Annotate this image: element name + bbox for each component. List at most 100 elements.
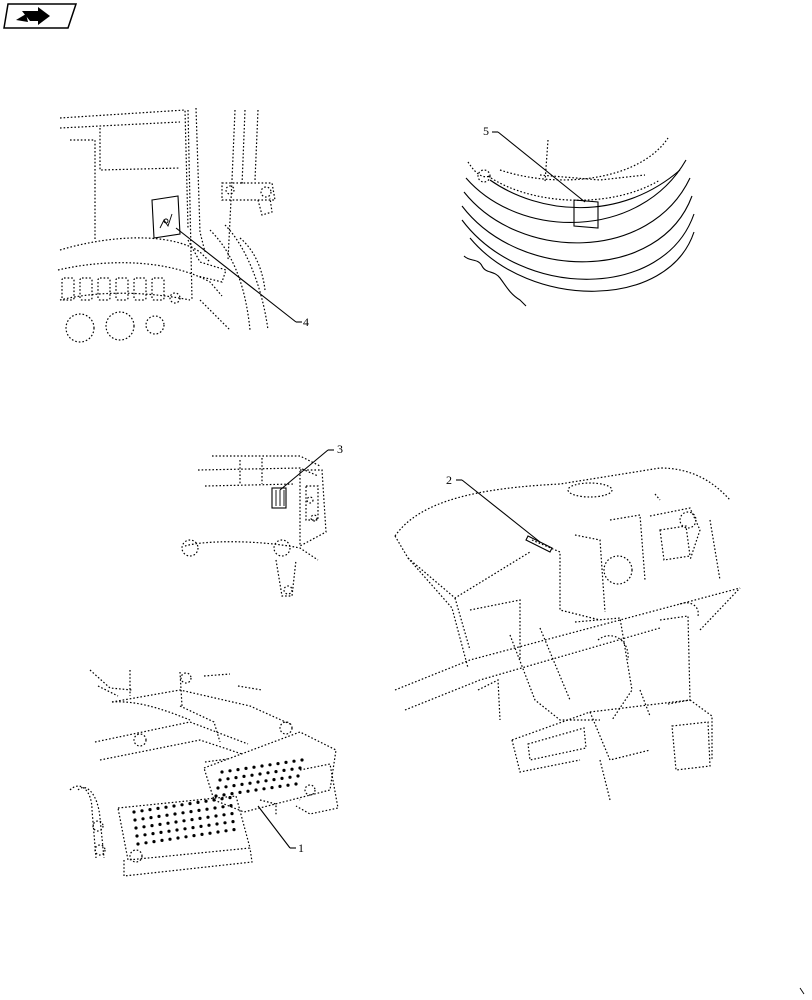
callout-2: 2 — [446, 473, 452, 487]
perforation-hole — [214, 794, 218, 798]
perforation-hole — [222, 813, 226, 817]
perforation-hole — [284, 760, 288, 765]
perforation-hole — [266, 771, 270, 775]
perforation-hole — [228, 769, 232, 773]
next-page-arrow-icon — [16, 7, 50, 25]
perforation-hole — [134, 826, 138, 830]
perforation-hole — [221, 805, 225, 809]
perforation-hole — [206, 815, 210, 819]
perforation-hole — [207, 823, 211, 827]
perforation-hole — [152, 840, 156, 844]
perforation-hole — [149, 816, 153, 820]
perforation-hole — [140, 809, 144, 813]
perforation-hole — [260, 764, 264, 768]
view-fender-tire: 5 — [461, 124, 695, 307]
perforation-hole — [204, 799, 208, 803]
callout-1: 1 — [298, 841, 304, 855]
leader-line-2 — [456, 479, 541, 543]
perforation-hole — [242, 774, 246, 779]
perforation-hole — [148, 808, 152, 812]
view-hood-front: 2 — [394, 467, 741, 801]
perforation-hole — [230, 812, 234, 816]
perforation-hole — [192, 834, 196, 838]
perforation-hole — [274, 770, 278, 774]
perforation-hole — [270, 786, 274, 790]
leader-line-1 — [257, 805, 296, 849]
perforation-hole — [230, 792, 234, 796]
perforation-hole — [184, 835, 188, 839]
perforation-hole — [222, 793, 226, 797]
perforation-hole — [272, 778, 276, 782]
perforation-hole — [229, 804, 233, 808]
perforation-hole — [182, 819, 186, 823]
perforation-hole — [150, 824, 154, 828]
perforation-hole — [132, 810, 136, 814]
decal-5 — [573, 199, 599, 229]
perforation-hole — [223, 821, 227, 825]
perforation-hole — [160, 838, 164, 843]
perforation-hole — [200, 832, 204, 837]
perforation-pattern — [132, 758, 304, 846]
perforation-hole — [167, 829, 171, 833]
perforation-hole — [141, 817, 145, 821]
leader-line-3 — [279, 449, 334, 491]
perforation-hole — [294, 782, 298, 786]
perforation-hole — [216, 786, 220, 790]
perforation-hole — [164, 805, 168, 809]
perforation-hole — [254, 788, 258, 792]
perforation-hole — [180, 803, 184, 807]
perforation-hole — [142, 825, 146, 829]
perforation-hole — [250, 773, 254, 777]
perforation-hole — [234, 776, 238, 780]
perforation-hole — [240, 782, 244, 787]
perforation-hole — [228, 796, 232, 800]
perforation-hole — [135, 834, 139, 838]
perforation-hole — [151, 832, 155, 836]
next-page-button[interactable] — [3, 3, 78, 29]
perforation-hole — [157, 814, 161, 819]
perforation-hole — [231, 820, 235, 824]
perforation-hole — [176, 836, 180, 840]
callout-3: 3 — [337, 442, 343, 456]
dashboard-gauges — [65, 311, 165, 343]
perforation-hole — [262, 787, 266, 791]
perforation-hole — [213, 806, 217, 810]
perforation-hole — [208, 831, 212, 835]
perforation-hole — [290, 767, 294, 771]
perforation-hole — [159, 830, 163, 835]
perforation-hole — [226, 777, 230, 781]
perforation-hole — [278, 784, 282, 789]
perforation-hole — [191, 826, 195, 830]
perforation-hole — [189, 810, 193, 814]
perforation-hole — [286, 783, 290, 787]
perforation-hole — [224, 829, 228, 833]
perforation-hole — [158, 822, 162, 827]
perforation-hole — [172, 804, 176, 808]
perforation-hole — [298, 766, 302, 770]
perforation-hole — [238, 790, 242, 795]
perforation-hole — [282, 768, 286, 773]
perforation-hole — [232, 828, 236, 832]
view-cab-interior: 4 — [57, 107, 309, 343]
perforation-hole — [183, 827, 187, 831]
perforation-hole — [144, 841, 148, 845]
callout-5: 5 — [483, 124, 489, 138]
perforation-hole — [252, 765, 256, 769]
leader-line-5 — [492, 131, 586, 203]
perforation-hole — [264, 779, 268, 783]
perforation-hole — [224, 785, 228, 789]
perforation-hole — [196, 800, 200, 805]
callout-4: 4 — [303, 315, 309, 329]
perforation-hole — [280, 776, 284, 781]
perforation-hole — [220, 770, 224, 774]
perforation-hole — [248, 781, 252, 785]
perforation-hole — [205, 807, 209, 811]
decal-3 — [271, 487, 287, 509]
perforation-hole — [288, 775, 292, 779]
perforation-hole — [165, 813, 169, 817]
perforation-hole — [173, 812, 177, 816]
perforation-hole — [175, 828, 179, 832]
perforation-hole — [197, 808, 201, 813]
perforation-hole — [218, 778, 222, 782]
